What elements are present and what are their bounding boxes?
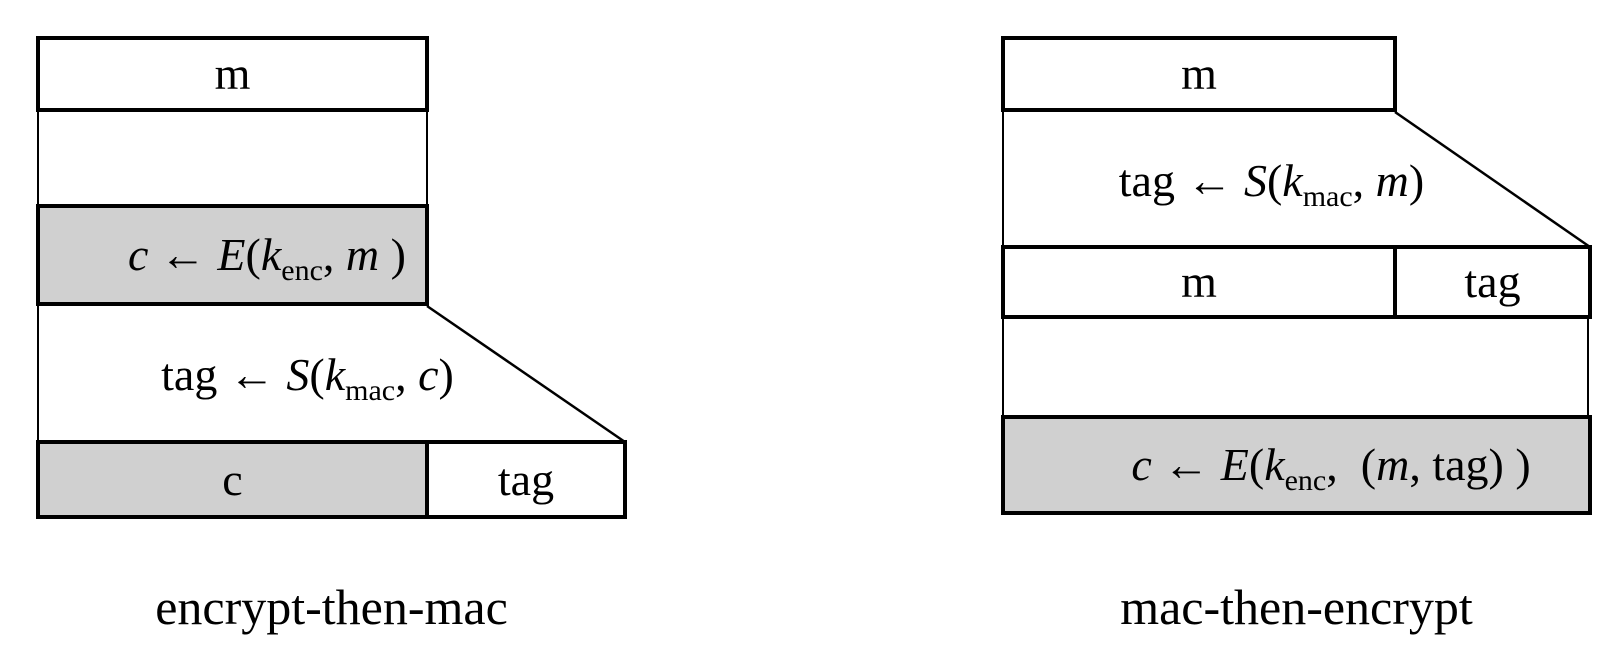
right-mid-message-label: m <box>1181 256 1217 307</box>
left-message-box: m <box>36 36 429 112</box>
formula-key-subscript: enc <box>1284 464 1327 497</box>
left-mac-region <box>37 306 428 444</box>
right-caption: mac-then-encrypt <box>1120 579 1473 635</box>
formula-close-paren: ) <box>379 229 406 280</box>
left-encrypt-box: c ← E(kenc, m ) <box>36 204 429 306</box>
formula-lhs: c <box>1131 439 1152 490</box>
left-arrow-glyph: ← <box>1151 439 1221 490</box>
left-arrow-glyph: ← <box>148 229 218 280</box>
right-message-label: m <box>1181 48 1217 99</box>
formula-open-paren: ( <box>245 229 261 280</box>
formula-separator: , <box>1326 439 1361 490</box>
left-message-label: m <box>214 48 251 99</box>
formula-arg: m <box>345 229 380 280</box>
right-mac-region <box>1002 112 1393 249</box>
right-mid-tag-label: tag <box>1464 256 1521 307</box>
tuple-tag: tag <box>1432 439 1489 490</box>
left-diagonal-line <box>426 304 626 444</box>
formula-close-paren: ) <box>1408 154 1425 206</box>
tuple-open-paren: ( <box>1360 439 1377 490</box>
formula-close-paren: ) <box>438 349 454 400</box>
right-gap-plain <box>1002 319 1589 417</box>
formula-open-paren: ( <box>1248 439 1265 490</box>
right-diagonal-line <box>1394 110 1591 249</box>
formula-key: k <box>260 229 282 280</box>
formula-separator: , <box>322 229 346 280</box>
formula-lhs: c <box>128 229 149 280</box>
left-gap-plain <box>37 110 428 208</box>
left-encrypt-formula: c ← E(kenc, m ) <box>59 186 406 324</box>
formula-close-paren: ) <box>1503 439 1531 490</box>
tuple-close-paren: ) <box>1488 439 1504 490</box>
left-output-cipher-cell: c <box>36 440 429 519</box>
formula-fn: E <box>1220 439 1249 490</box>
right-mid-tag-cell: tag <box>1393 245 1592 319</box>
tuple-separator: , <box>1409 439 1433 490</box>
formula-key-subscript: enc <box>281 254 323 287</box>
right-encrypt-formula: c ← E(kenc, (m, tag) ) <box>1062 396 1530 534</box>
right-mid-message-cell: m <box>1001 245 1397 319</box>
right-encrypt-box: c ← E(kenc, (m, tag) ) <box>1001 415 1592 515</box>
left-output-tag-label: tag <box>497 453 555 505</box>
left-caption: encrypt-then-mac <box>155 579 508 635</box>
right-message-box: m <box>1001 36 1397 112</box>
left-output-cipher-label: c <box>222 453 243 505</box>
formula-fn: E <box>217 229 246 280</box>
tuple-message: m <box>1376 439 1410 490</box>
left-output-tag-cell: tag <box>425 440 627 519</box>
formula-key: k <box>1264 439 1285 490</box>
